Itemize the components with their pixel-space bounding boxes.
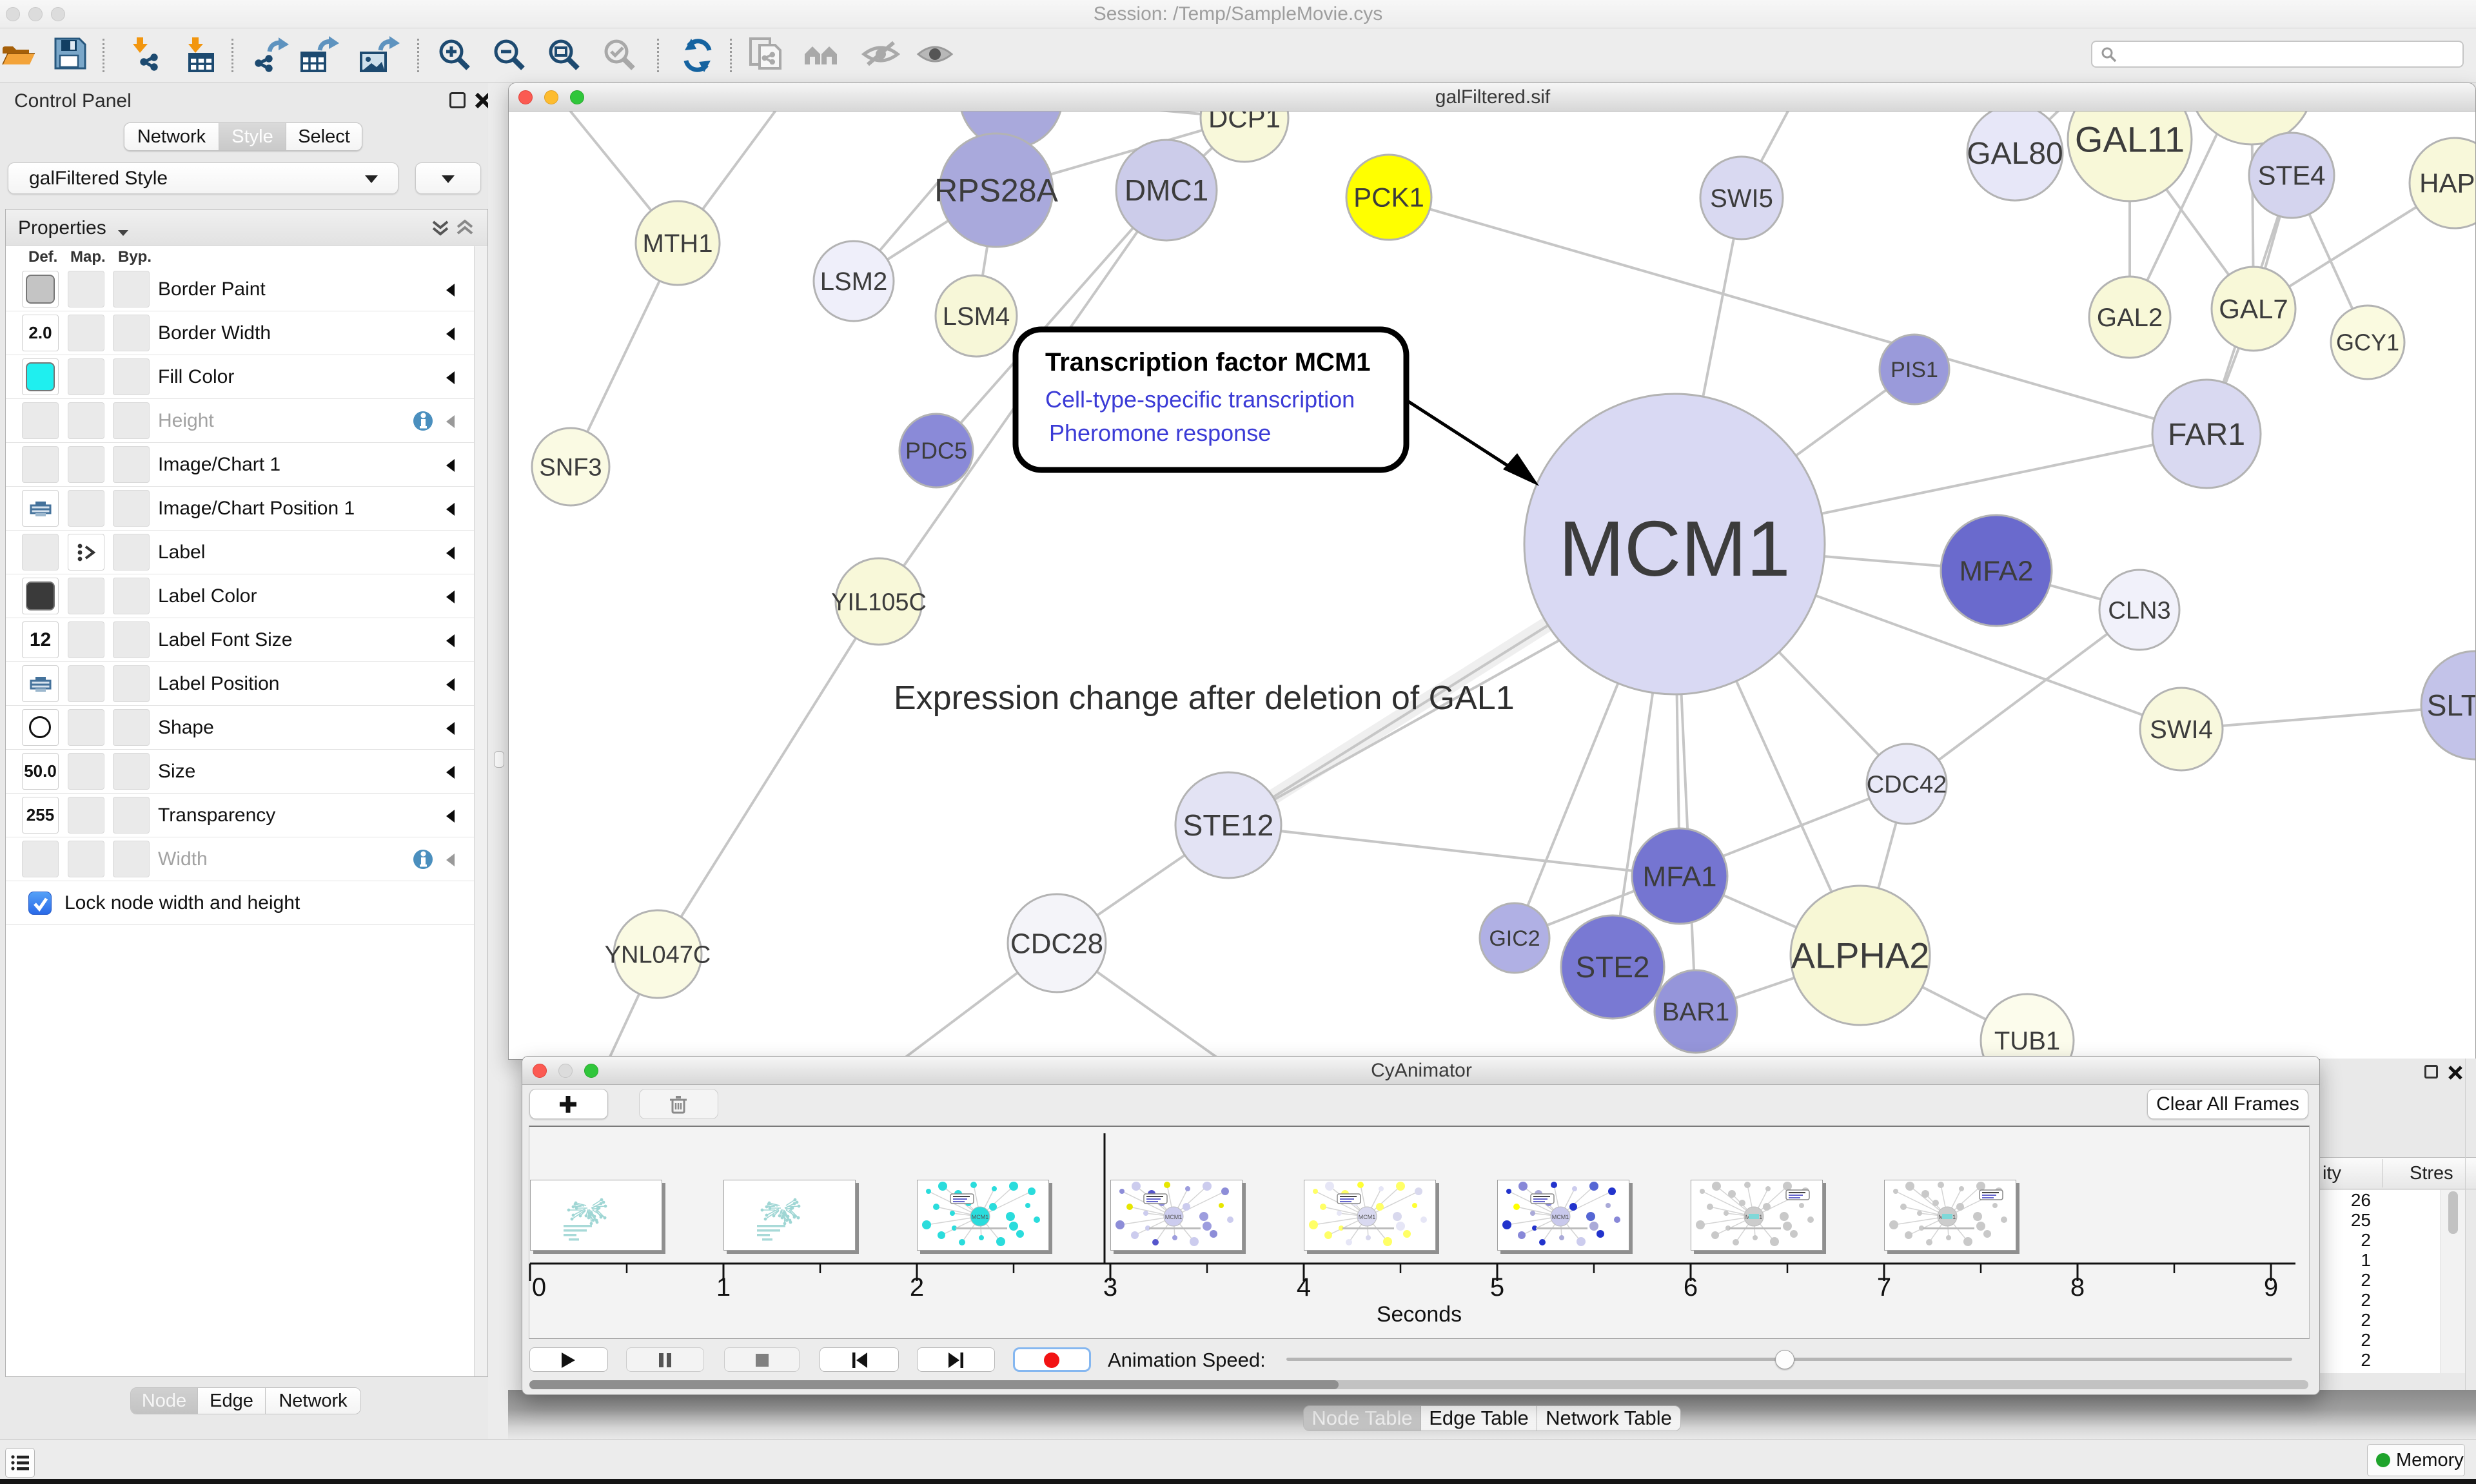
svg-text:YIL105C: YIL105C bbox=[831, 589, 927, 616]
svg-text:CDC42: CDC42 bbox=[1867, 771, 1947, 798]
svg-text:GIC2: GIC2 bbox=[1489, 926, 1540, 951]
svg-text:PDC5: PDC5 bbox=[905, 438, 967, 464]
svg-text:STE12: STE12 bbox=[1183, 808, 1274, 842]
svg-text:Expression change after deleti: Expression change after deletion of GAL1 bbox=[894, 679, 1515, 717]
svg-text:CLN3: CLN3 bbox=[2108, 597, 2170, 624]
svg-text:RPS28A: RPS28A bbox=[934, 173, 1058, 209]
svg-text:7: 7 bbox=[1877, 1273, 1891, 1302]
svg-text:MCM1: MCM1 bbox=[1552, 1214, 1569, 1220]
svg-text:8: 8 bbox=[2070, 1273, 2085, 1302]
svg-text:SNF3: SNF3 bbox=[539, 454, 602, 481]
svg-text:Transcription factor MCM1: Transcription factor MCM1 bbox=[1045, 348, 1371, 376]
svg-text:GCY1: GCY1 bbox=[2336, 329, 2399, 356]
svg-text:5: 5 bbox=[1490, 1273, 1504, 1302]
svg-text:PIS1: PIS1 bbox=[1891, 358, 1938, 382]
svg-text:LSM4: LSM4 bbox=[943, 302, 1010, 331]
svg-text:Cell-type-specific transcripti: Cell-type-specific transcription bbox=[1045, 386, 1355, 413]
svg-text:9: 9 bbox=[2264, 1273, 2278, 1302]
svg-text:SLT2: SLT2 bbox=[2427, 688, 2476, 722]
svg-text:DCP1: DCP1 bbox=[1208, 112, 1281, 133]
svg-text:MTH1: MTH1 bbox=[643, 229, 713, 258]
svg-text:1: 1 bbox=[716, 1273, 731, 1302]
svg-text:MFA1: MFA1 bbox=[1643, 861, 1717, 892]
svg-text:ALPHA2: ALPHA2 bbox=[1791, 935, 1930, 976]
svg-text:MCM1: MCM1 bbox=[1359, 1214, 1376, 1220]
svg-text:MFA2: MFA2 bbox=[1960, 555, 2034, 587]
svg-text:MCM1: MCM1 bbox=[1165, 1214, 1183, 1220]
svg-text:GAL80: GAL80 bbox=[1967, 137, 2063, 171]
svg-text:0: 0 bbox=[532, 1273, 546, 1302]
svg-text:FAR1: FAR1 bbox=[2168, 418, 2245, 452]
svg-text:LSM2: LSM2 bbox=[820, 268, 888, 296]
svg-text:TUB1: TUB1 bbox=[1994, 1027, 2060, 1055]
svg-text:CDC28: CDC28 bbox=[1010, 928, 1103, 959]
svg-text:SWI5: SWI5 bbox=[1710, 184, 1773, 213]
svg-text:DMC1: DMC1 bbox=[1125, 173, 1208, 207]
svg-text:YNL047C: YNL047C bbox=[605, 941, 711, 968]
svg-text:Pheromone response: Pheromone response bbox=[1049, 420, 1271, 446]
svg-text:GAL11: GAL11 bbox=[2075, 119, 2185, 160]
svg-text:STE2: STE2 bbox=[1575, 950, 1649, 984]
svg-text:STE4: STE4 bbox=[2257, 161, 2325, 191]
svg-text:MCM1: MCM1 bbox=[972, 1214, 989, 1220]
svg-text:PCK1: PCK1 bbox=[1353, 182, 1424, 213]
svg-text:GAL2: GAL2 bbox=[2097, 304, 2163, 332]
svg-text:6: 6 bbox=[1684, 1273, 1698, 1302]
svg-text:4: 4 bbox=[1297, 1273, 1311, 1302]
svg-text:GAL7: GAL7 bbox=[2219, 294, 2288, 324]
svg-text:BAR1: BAR1 bbox=[1662, 998, 1730, 1026]
svg-text:MCM1: MCM1 bbox=[1558, 505, 1790, 592]
svg-text:3: 3 bbox=[1103, 1273, 1117, 1302]
svg-text:2: 2 bbox=[910, 1273, 924, 1302]
svg-text:HAP2: HAP2 bbox=[2419, 168, 2476, 199]
svg-text:SWI4: SWI4 bbox=[2150, 716, 2213, 744]
